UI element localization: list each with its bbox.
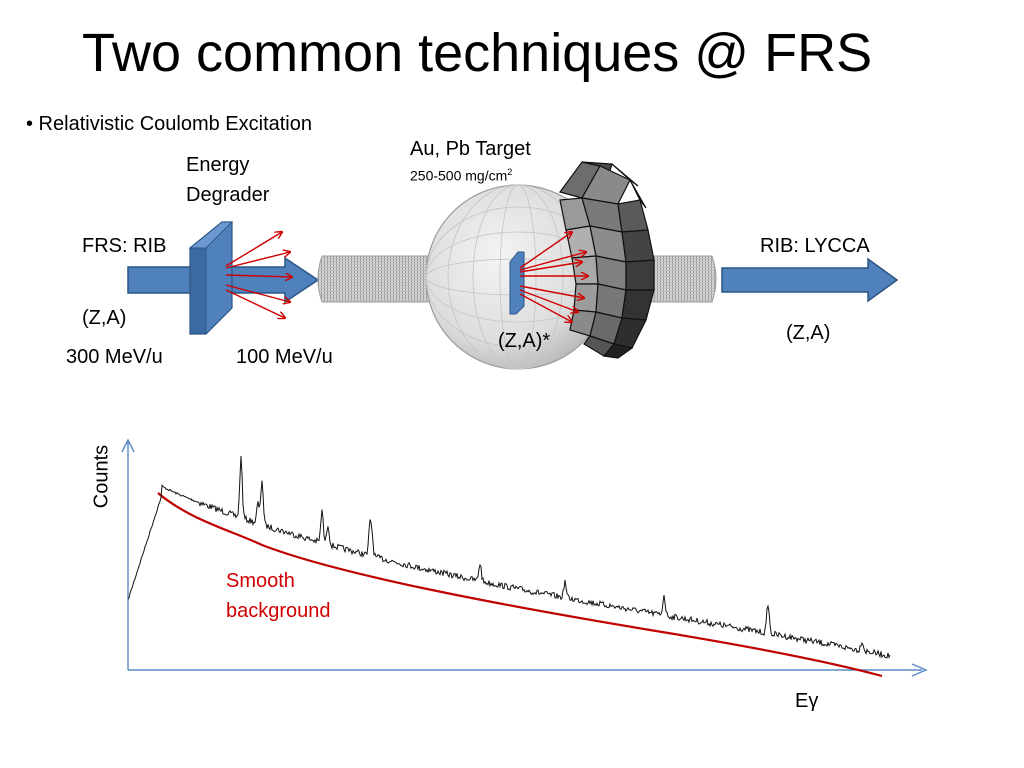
smooth-background-label-line1: Smooth bbox=[226, 570, 295, 592]
degrader-label-line1: Energy bbox=[186, 154, 250, 176]
detector-crystal-array-icon bbox=[558, 161, 655, 359]
target-thickness-exponent: 2 bbox=[507, 167, 513, 177]
smooth-background-curve bbox=[157, 492, 883, 678]
gamma-spectrum-trace bbox=[127, 455, 891, 659]
target-scatter-arrows bbox=[519, 232, 588, 322]
degrader-label-line2: Degrader bbox=[186, 184, 270, 206]
beam-tube-left bbox=[317, 255, 441, 303]
degrader-plate-icon bbox=[188, 221, 234, 335]
slide-title: Two common techniques @ FRS bbox=[82, 23, 873, 83]
target-plate-icon bbox=[509, 251, 525, 315]
frs-rib-label: FRS: RIB bbox=[82, 235, 167, 257]
target-thickness: 250-500 mg/cm2 bbox=[410, 167, 512, 184]
target-thickness-value: 250-500 mg/cm bbox=[410, 167, 508, 184]
spectrum-xlabel: Eγ bbox=[795, 690, 819, 712]
spectrum-ylabel: Counts bbox=[90, 444, 113, 509]
target-label: Au, Pb Target bbox=[410, 138, 531, 160]
spectrum-axes bbox=[121, 438, 928, 677]
outgoing-beam-arrow bbox=[721, 257, 899, 303]
bullet-text: • Relativistic Coulomb Excitation bbox=[26, 113, 312, 135]
za-in-label: (Z,A) bbox=[82, 307, 127, 329]
smooth-background-label-line2: background bbox=[226, 600, 331, 622]
energy-out-label: 100 MeV/u bbox=[236, 346, 333, 368]
energy-in-label: 300 MeV/u bbox=[66, 346, 163, 368]
rib-lycca-label: RIB: LYCCA bbox=[760, 235, 870, 257]
za-out-label: (Z,A) bbox=[786, 322, 831, 344]
za-excited-label: (Z,A)* bbox=[498, 330, 551, 352]
degrader-scatter-arrows bbox=[225, 232, 292, 318]
